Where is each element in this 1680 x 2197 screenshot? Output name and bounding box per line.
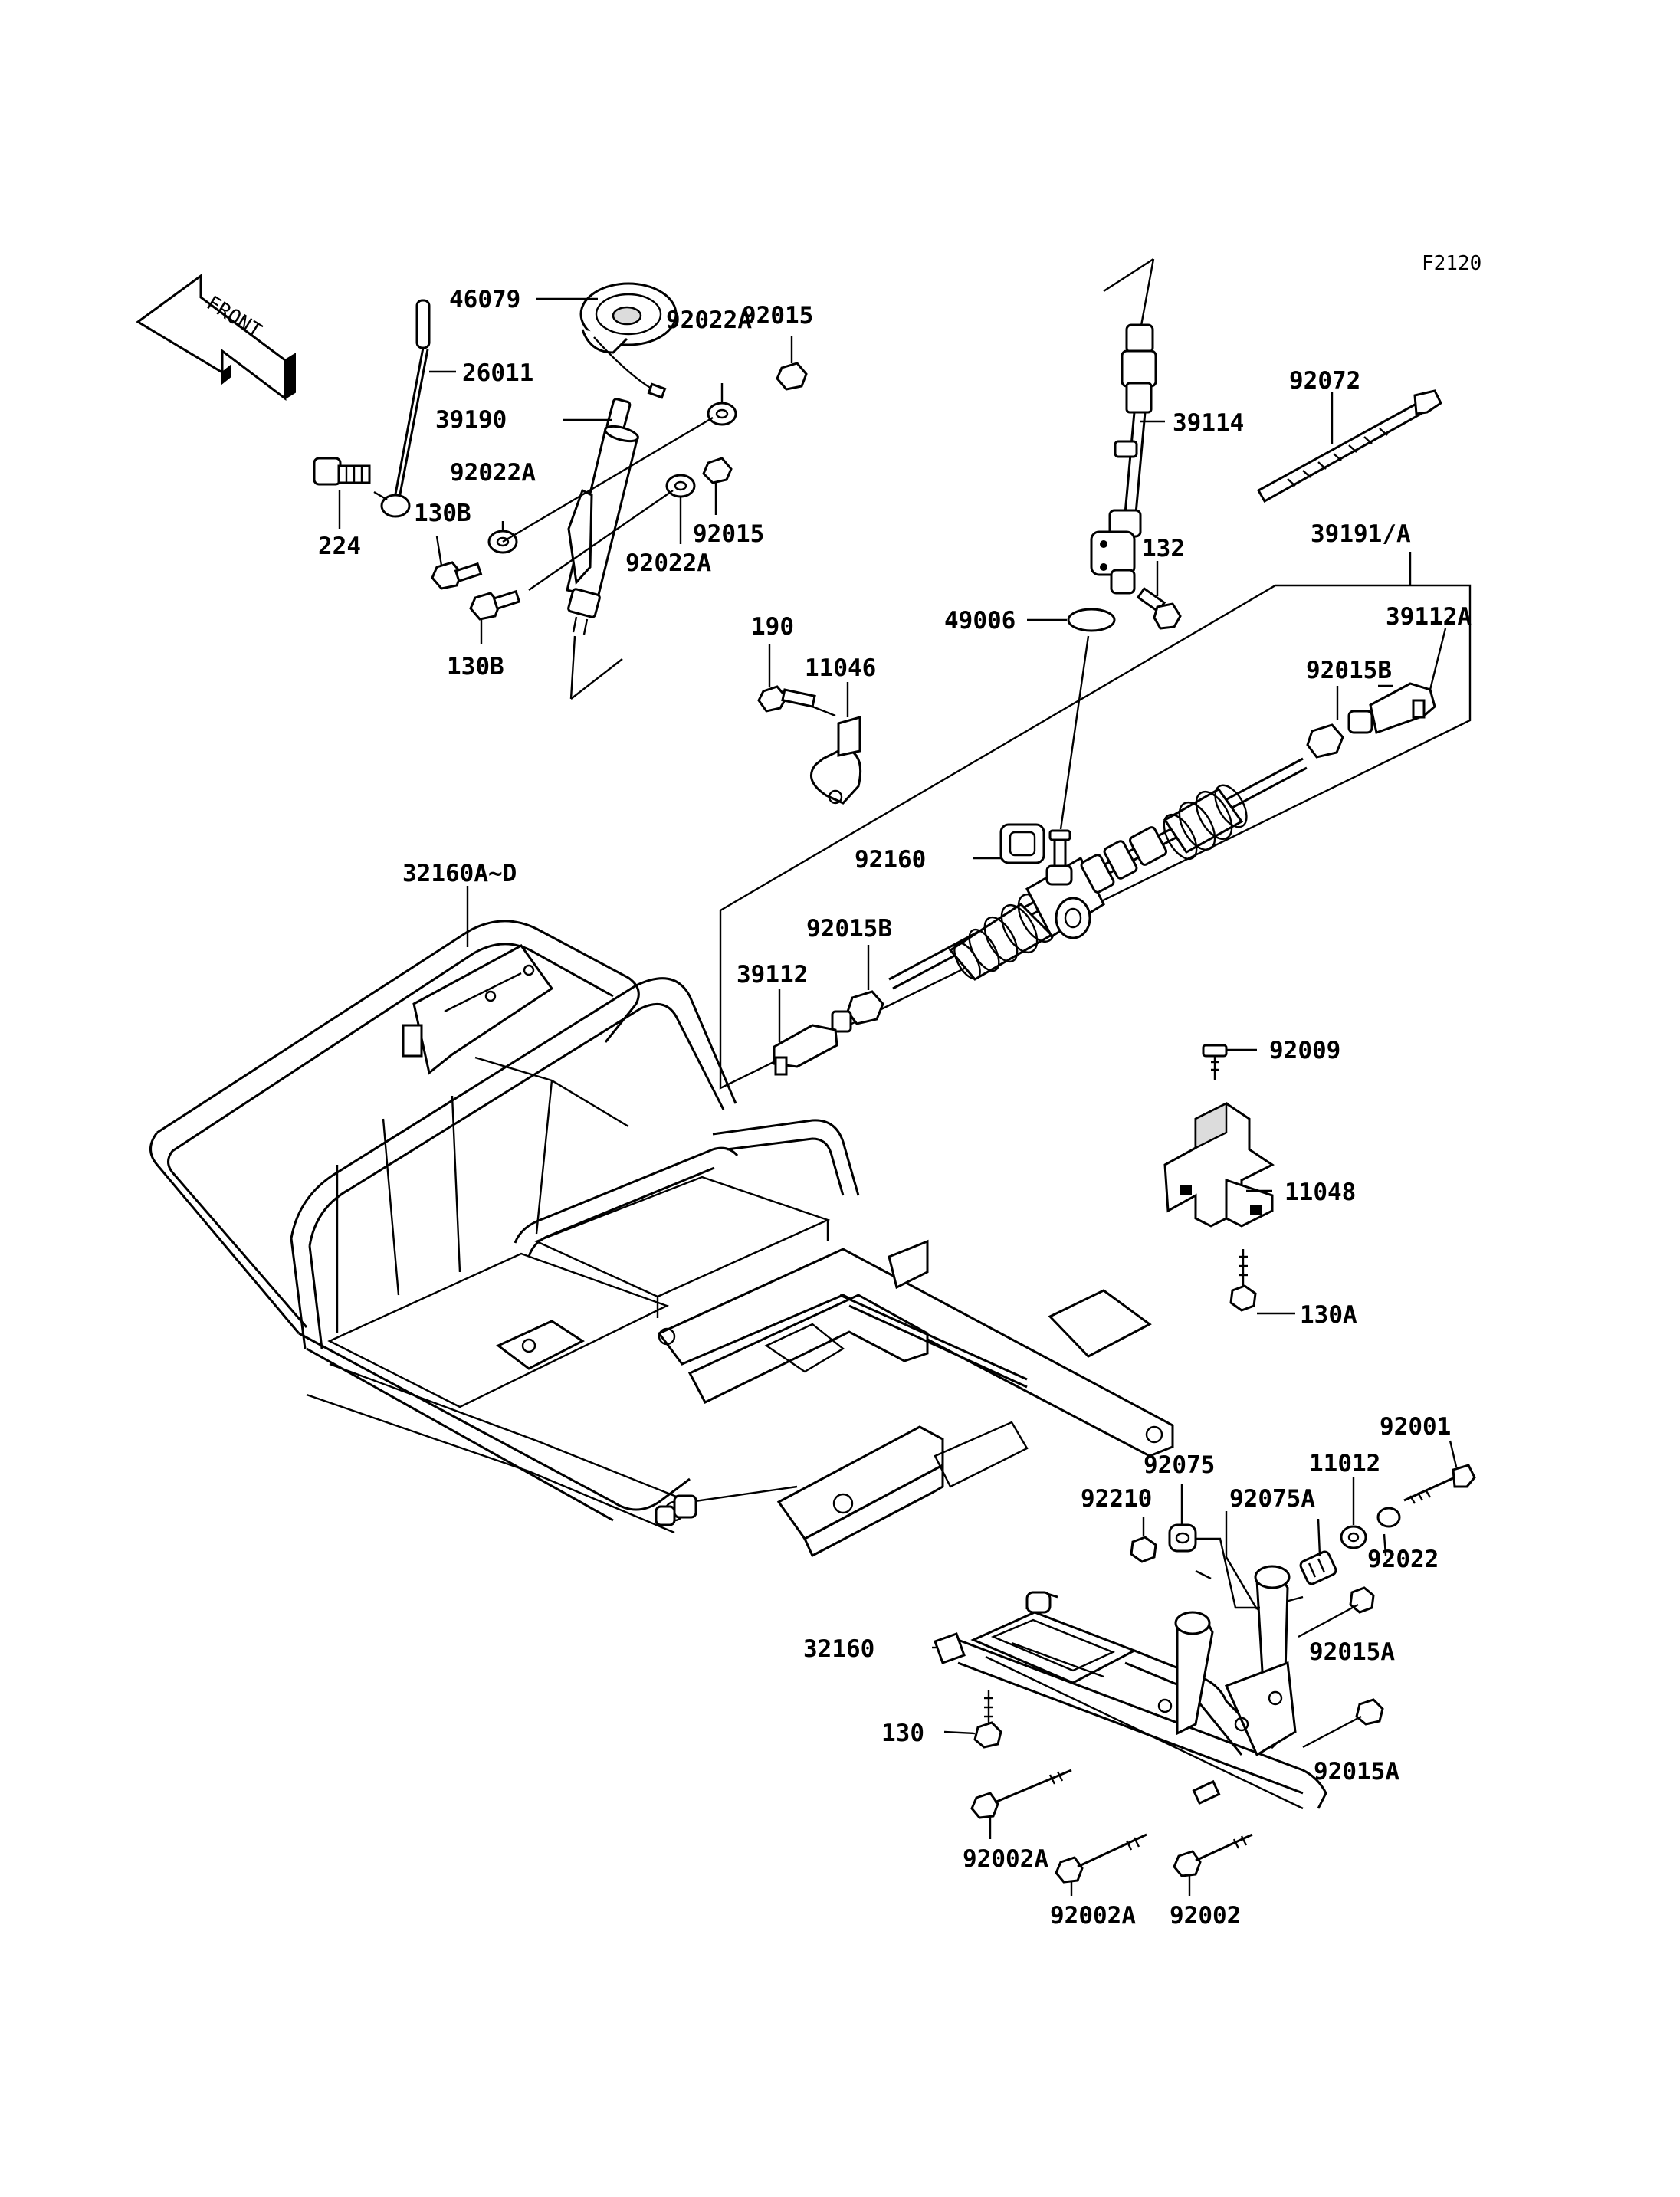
label-26011: 26011 — [462, 359, 533, 387]
bolt-130 — [973, 1690, 1002, 1749]
label-11048: 11048 — [1285, 1179, 1356, 1206]
label-92002: 92002 — [1170, 1902, 1241, 1930]
washer-92022A-bottom — [665, 474, 696, 498]
label-92015A-top: 92015A — [1309, 1638, 1395, 1666]
label-130B-top: 130B — [414, 500, 471, 527]
bolt-190 — [757, 685, 816, 713]
bolt-92009 — [1202, 1044, 1228, 1080]
label-39190: 39190 — [435, 406, 507, 434]
bushing-92075A — [1299, 1550, 1337, 1585]
label-92002A-bottom: 92002A — [1050, 1902, 1136, 1930]
label-132: 132 — [1142, 535, 1185, 562]
nut-92015-mid — [702, 457, 733, 484]
bushing-92075 — [1168, 1523, 1197, 1553]
main-frame-32160A-D — [149, 920, 1174, 1558]
label-92072: 92072 — [1289, 367, 1360, 395]
nut-92015B-right — [1306, 723, 1344, 759]
washer-92022A-top — [707, 402, 737, 426]
boot-right — [1163, 784, 1248, 861]
label-92015-top: 92015 — [742, 302, 813, 330]
bracket-11048 — [1163, 1101, 1275, 1228]
tie-rod-end-39112A — [1347, 682, 1436, 734]
washer-49006 — [1067, 608, 1116, 632]
label-11046: 11046 — [805, 654, 876, 682]
label-39112: 39112 — [737, 961, 808, 989]
bolt-92002 — [1173, 1833, 1253, 1877]
clamp-11046 — [809, 716, 862, 805]
label-39114: 39114 — [1173, 409, 1244, 437]
mount-bushings — [1080, 826, 1168, 894]
nut-92210 — [1130, 1536, 1157, 1563]
label-92001: 92001 — [1380, 1413, 1451, 1441]
bolt-92002A-bottom — [1055, 1833, 1147, 1884]
nut-92015-top — [776, 362, 808, 391]
front-arrow-icon: FRONT — [136, 274, 296, 402]
column-39190 — [566, 398, 639, 635]
label-39112A: 39112A — [1386, 603, 1472, 631]
nut-92015A-top — [1349, 1586, 1375, 1614]
steering-shaft-39114 — [1090, 257, 1157, 595]
rear-frame-32160 — [934, 1511, 1327, 1810]
steering-gear-box-39191A — [719, 552, 1472, 1090]
bolt-130B-bottom — [469, 589, 521, 621]
label-190: 190 — [751, 613, 794, 641]
label-92022: 92022 — [1367, 1546, 1439, 1573]
label-92015-mid: 92015 — [693, 520, 764, 548]
gauge-46079 — [579, 282, 678, 399]
nut-92015A-bottom — [1355, 1698, 1384, 1726]
figure-code: F2120 — [1422, 252, 1481, 275]
label-92009: 92009 — [1269, 1037, 1340, 1064]
bolt-130A — [1229, 1249, 1257, 1312]
bolt-130B-top — [431, 561, 483, 590]
label-39191A: 39191/A — [1311, 520, 1411, 548]
label-32160: 32160 — [803, 1635, 874, 1663]
label-92002A-left: 92002A — [963, 1845, 1048, 1873]
label-92022A-top: 92022A — [666, 307, 752, 334]
label-130B-bottom: 130B — [447, 653, 504, 680]
label-92210: 92210 — [1081, 1485, 1152, 1513]
bolt-92002A-left — [970, 1769, 1072, 1819]
label-46079: 46079 — [449, 286, 520, 313]
label-92022A-bottom: 92022A — [625, 549, 711, 577]
label-130: 130 — [881, 1720, 924, 1747]
gear-housing — [1025, 829, 1105, 939]
label-92075A: 92075A — [1229, 1485, 1315, 1513]
label-92075: 92075 — [1144, 1451, 1215, 1479]
washer-92022 — [1376, 1507, 1401, 1528]
collar-11012 — [1340, 1525, 1367, 1549]
label-92022A-left: 92022A — [450, 459, 536, 487]
label-92015B-left: 92015B — [806, 915, 892, 943]
label-92015A-bottom: 92015A — [1314, 1758, 1399, 1785]
label-32160A-D: 32160A~D — [402, 860, 517, 887]
steering-column-group — [313, 282, 808, 700]
clamp-92160 — [999, 823, 1045, 864]
dipstick-26011 — [380, 299, 431, 518]
label-92160: 92160 — [855, 846, 926, 874]
label-49006: 49006 — [944, 607, 1016, 635]
tie-band-92072 — [1256, 389, 1442, 503]
bolt-224 — [313, 457, 371, 486]
label-224: 224 — [318, 533, 361, 560]
bolt-92001 — [1403, 1464, 1476, 1504]
bolt-132 — [1136, 586, 1182, 630]
label-130A: 130A — [1300, 1301, 1357, 1329]
tie-rod-end-39112 — [773, 1010, 852, 1076]
nut-92015B-left — [846, 990, 884, 1025]
label-11012: 11012 — [1309, 1450, 1380, 1477]
label-92015B-right: 92015B — [1306, 657, 1392, 684]
